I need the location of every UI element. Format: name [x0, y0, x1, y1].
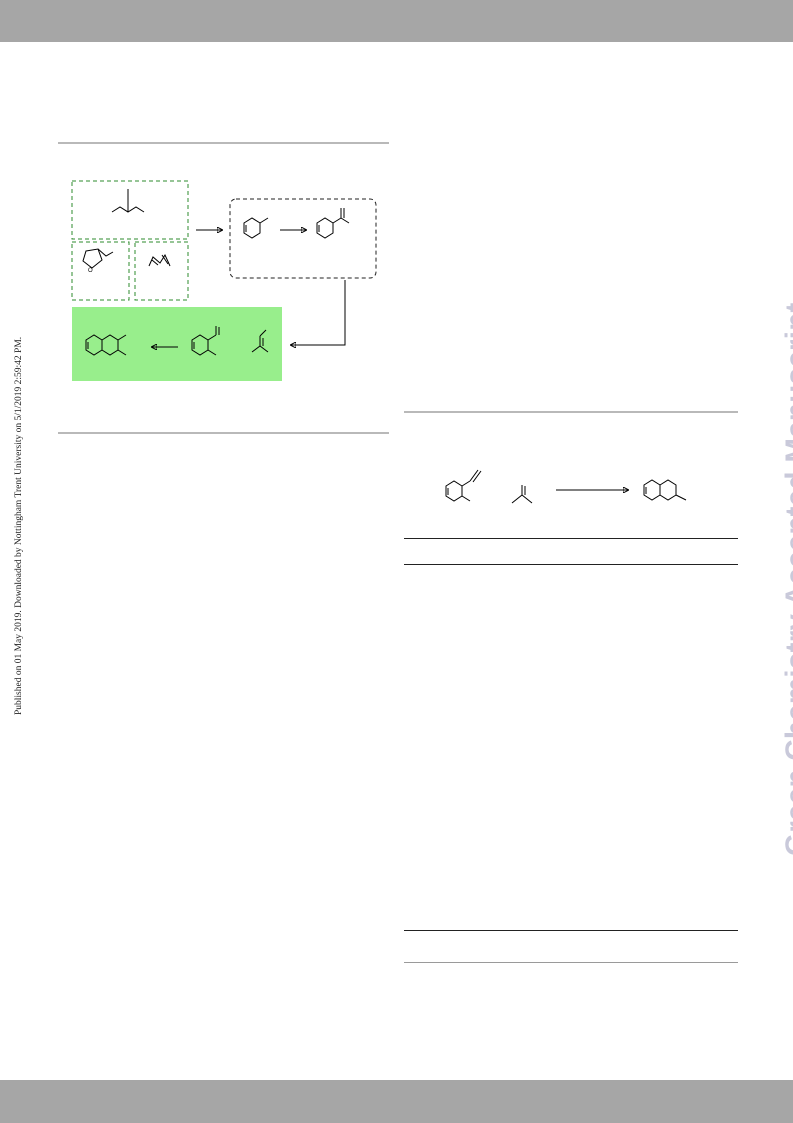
- toluene-structure: [243, 217, 269, 239]
- journal-watermark: Green Chemistry Accepted Manuscript: [780, 302, 793, 856]
- left-scheme-top-rule: [58, 142, 389, 144]
- target-product-box: [72, 307, 282, 381]
- page-header-band: [0, 0, 793, 42]
- right-table-rule-1: [404, 538, 738, 539]
- left-reaction-scheme: O: [71, 180, 377, 381]
- feedstock-box-isopentane: [71, 180, 189, 240]
- right-scheme-top-rule: [404, 411, 738, 413]
- right-table-rule-2: [404, 564, 738, 565]
- feedstock-box-methylthf: [71, 241, 130, 301]
- feedstock-box-butadiene: [134, 241, 189, 301]
- right-reaction-scheme: [445, 469, 687, 504]
- dimethylquinoline-structure: [85, 334, 127, 356]
- page-footer-band: [0, 1080, 793, 1123]
- left-scheme-bottom-rule: [58, 432, 389, 434]
- right-table-rule-3: [404, 930, 738, 931]
- reactant-isobutene: [511, 485, 533, 504]
- arrow-to-target: [291, 280, 346, 345]
- published-note: Published on 01 May 2019. Downloaded by …: [14, 336, 24, 715]
- isobutene-structure: [251, 329, 269, 353]
- right-table-rule-4: [404, 962, 738, 963]
- svg-text:O: O: [88, 268, 93, 274]
- reactant-vinylarene: [445, 469, 482, 502]
- acetophenone-structure: [316, 208, 350, 239]
- intermediate-box: [229, 198, 377, 279]
- methylthf-structure: O: [82, 248, 114, 274]
- product-methylquinoline: [643, 479, 687, 501]
- butadiene-structure: [148, 253, 171, 267]
- vinylarene-structure: [191, 326, 220, 356]
